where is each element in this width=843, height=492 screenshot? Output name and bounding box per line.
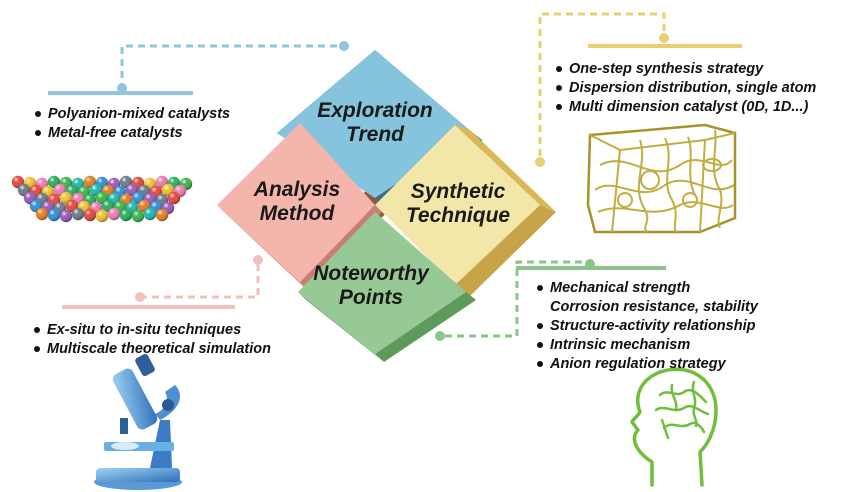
petal-label-analysis-line1: Analysis	[253, 178, 341, 201]
petal-label-analysis-line2: Method	[259, 202, 335, 225]
microscope-icon	[94, 353, 182, 490]
petal-label-noteworthy-line1: Noteworthy	[313, 262, 429, 285]
petal-label-synthetic-line2: Technique	[405, 204, 511, 227]
petal-label-synthetic-line1: Synthetic	[410, 180, 506, 203]
synthetic-items-list: One-step synthesis strategy Dispersion d…	[555, 60, 816, 117]
analysis-items-list: Ex-situ to in-situ techniques Multiscale…	[33, 321, 271, 359]
petal-synthetic-technique	[375, 125, 556, 296]
exploration-items-list: Polyanion-mixed catalysts Metal-free cat…	[34, 105, 230, 143]
petal-label-exploration-line1: Exploration	[317, 99, 433, 122]
list-item: Structure-activity relationship	[536, 317, 758, 336]
brain-head-icon	[630, 367, 718, 487]
central-petal-graphic	[217, 50, 556, 362]
petal-label-synthetic: Synthetic Technique	[388, 180, 528, 228]
petal-noteworthy-points	[298, 212, 476, 362]
list-item: Ex-situ to in-situ techniques	[33, 321, 271, 340]
connector-synthetic	[535, 12, 742, 167]
petal-label-exploration-line2: Trend	[346, 123, 404, 146]
connector-analysis	[62, 255, 263, 309]
list-item: Polyanion-mixed catalysts	[34, 105, 230, 124]
noteworthy-items-list: Mechanical strength Corrosion resistance…	[536, 279, 758, 374]
petal-label-exploration: Exploration Trend	[305, 99, 445, 147]
list-item: Metal-free catalysts	[34, 124, 230, 143]
connector-noteworthy	[435, 259, 666, 341]
petal-label-noteworthy-line2: Points	[338, 286, 404, 309]
list-item: One-step synthesis strategy	[555, 60, 816, 79]
wire-mesh-framework-icon	[586, 123, 737, 234]
list-item: Dispersion distribution, single atom	[555, 79, 816, 98]
list-item: Intrinsic mechanism	[536, 336, 758, 355]
petal-label-analysis: Analysis Method	[227, 178, 367, 226]
list-item: Corrosion resistance, stability	[550, 299, 758, 315]
list-item: Multi dimension catalyst (0D, 1D...)	[555, 98, 816, 117]
connector-exploration	[48, 41, 349, 95]
list-item: Mechanical strength	[536, 279, 758, 298]
catalyst-spheres-icon	[11, 175, 193, 223]
list-item: Multiscale theoretical simulation	[33, 340, 271, 359]
list-item: Anion regulation strategy	[536, 355, 758, 374]
petal-label-noteworthy: Noteworthy Points	[296, 262, 446, 310]
